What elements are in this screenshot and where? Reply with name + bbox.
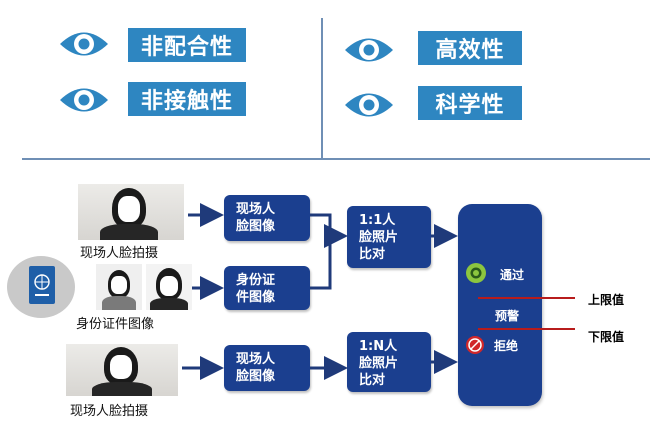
box-compare-1-to-1: 1:1人脸照片比对: [347, 206, 431, 268]
feature-tag-scientific: 科学性: [418, 86, 522, 120]
box-id-image: 身份证件图像: [224, 266, 310, 310]
caption-face-photo-bottom: 现场人脸拍摄: [70, 404, 149, 419]
eye-icon: [60, 32, 108, 56]
eye-icon: [345, 38, 393, 62]
caption-id-image: 身份证件图像: [76, 317, 155, 332]
eye-icon: [345, 93, 393, 117]
box-scene-face-image-2: 现场人脸图像: [224, 345, 310, 391]
feature-tag-non-contact: 非接触性: [128, 82, 246, 116]
feature-tag-efficiency: 高效性: [418, 31, 522, 65]
face-photo-bottom: [66, 344, 178, 396]
check-circle-icon: [466, 263, 486, 283]
result-warn: 预警: [495, 309, 520, 323]
lower-limit-line: [478, 328, 575, 330]
no-entry-icon: [466, 336, 484, 354]
divider-horizontal: [22, 158, 650, 160]
upper-limit-line: [478, 297, 575, 299]
label-upper-limit: 上限值: [588, 293, 625, 307]
id-portrait-photo: [146, 264, 192, 310]
result-reject: 拒绝: [494, 339, 519, 353]
result-pass: 通过: [500, 268, 525, 282]
passport-icon: [7, 256, 75, 318]
merge-bracket: [310, 213, 332, 290]
box-compare-1-to-n: 1:N人脸照片比对: [347, 332, 431, 392]
box-scene-face-image-1: 现场人脸图像: [224, 195, 310, 241]
id-card-photo: [96, 264, 142, 310]
feature-tag-non-cooperative: 非配合性: [128, 28, 246, 62]
result-panel: [458, 204, 542, 406]
eye-icon: [60, 88, 108, 112]
divider-vertical: [321, 18, 323, 158]
label-lower-limit: 下限值: [588, 330, 625, 344]
caption-face-photo-top: 现场人脸拍摄: [80, 246, 159, 261]
face-photo-top: [78, 184, 184, 240]
